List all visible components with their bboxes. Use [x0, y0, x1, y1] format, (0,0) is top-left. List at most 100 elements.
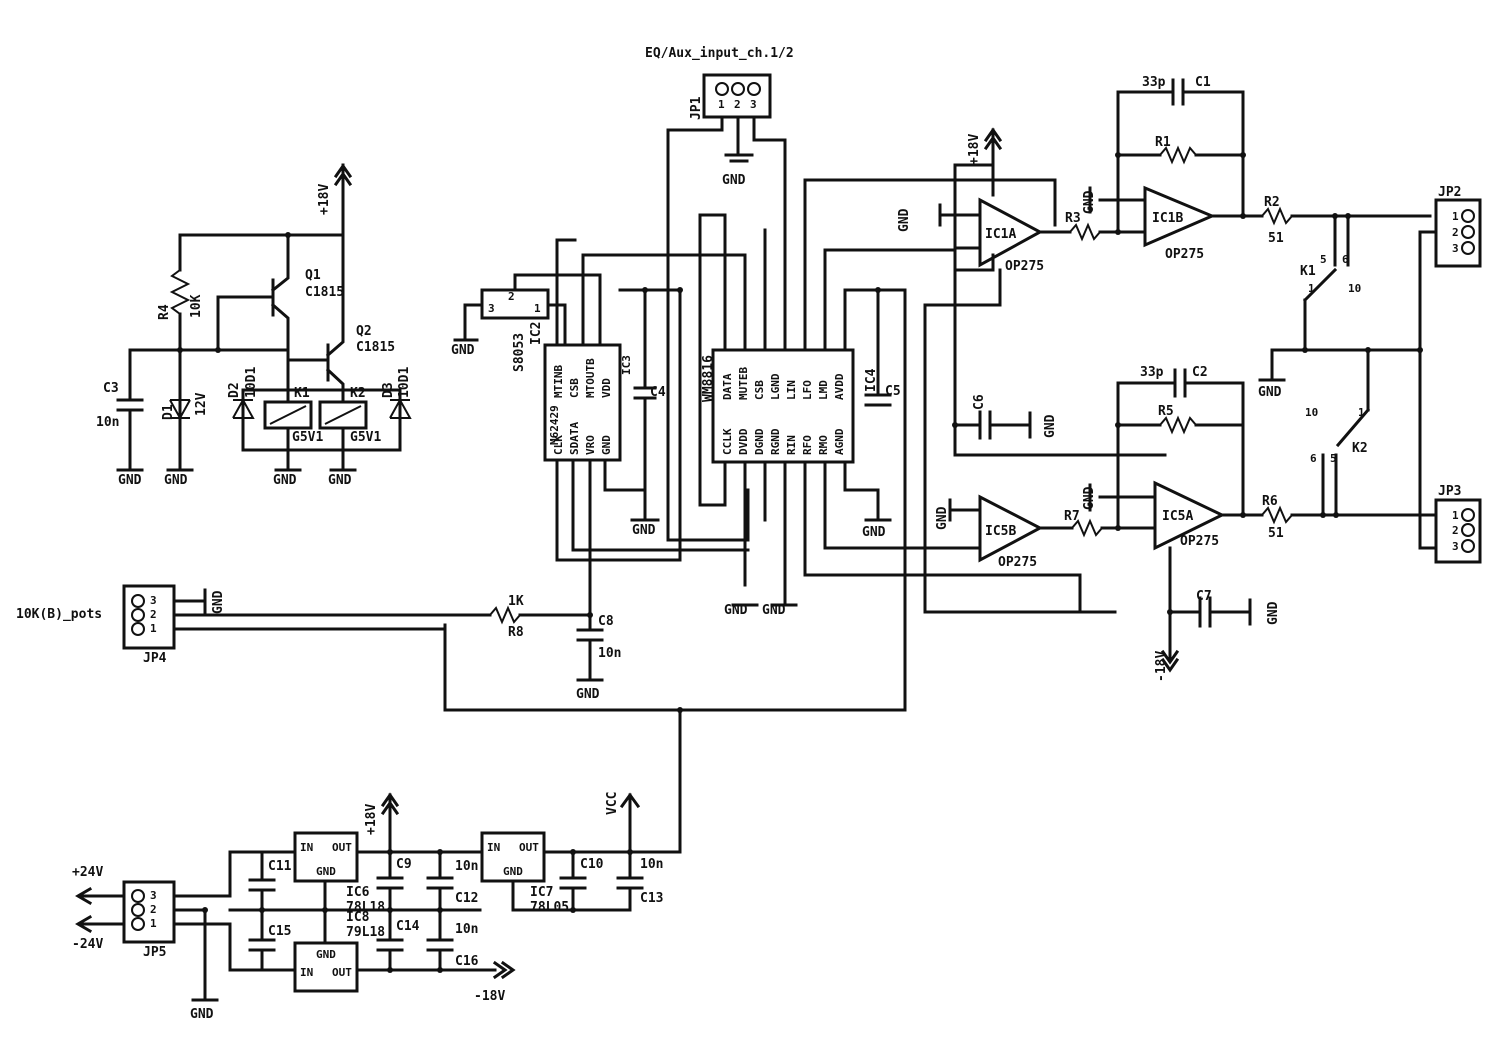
svg-text:2: 2: [1452, 524, 1459, 537]
ic6-label: IC6: [346, 885, 370, 900]
ic5a-type: OP275: [1180, 534, 1219, 549]
ic4-pin-label: RIN: [785, 435, 798, 455]
ic3pins-pin-label: CLK: [552, 435, 565, 455]
svg-text:OUT: OUT: [332, 841, 352, 854]
d3-value: 10D1: [397, 367, 412, 398]
ic4-pin-label: CSB: [753, 380, 766, 400]
r6-label: R6: [1262, 494, 1278, 509]
svg-text:IN: IN: [300, 966, 313, 979]
ic3-value: M62429: [548, 405, 561, 445]
m18v-label-psu: -18V: [474, 989, 505, 1004]
svg-text:3: 3: [488, 302, 495, 315]
jp1-label: JP1: [689, 96, 704, 120]
ic3pins-pin-label: GND: [600, 435, 613, 455]
gnd-label-c7: GND: [1266, 601, 1281, 625]
jp3-label: JP3: [1438, 484, 1461, 499]
q1-value: C1815: [305, 285, 344, 300]
r7-label: R7: [1064, 509, 1080, 524]
ic4-pin-label: LGND: [769, 373, 782, 400]
ic2-label: IC2: [529, 322, 544, 345]
ic3pins-pin-label: VRO: [584, 435, 597, 455]
ic4-pin-label: RMO: [817, 435, 830, 455]
ic4-label: IC4: [864, 368, 879, 392]
gnd-label-c3: GND: [118, 473, 142, 488]
jp4-label: JP4: [143, 651, 167, 666]
ic5b-label: IC5B: [985, 524, 1016, 539]
svg-text:IN: IN: [487, 841, 500, 854]
r6-value: 51: [1268, 526, 1284, 541]
gnd-label-jp4: GND: [211, 590, 226, 614]
c16-label: C16: [455, 954, 479, 969]
d2-value: 10D1: [244, 367, 259, 398]
d1-label: D1: [161, 404, 176, 420]
svg-text:5: 5: [1320, 253, 1327, 266]
ic3-label: IC3: [620, 355, 633, 375]
k2-coil-label: K2: [350, 386, 366, 401]
svg-text:2: 2: [734, 98, 741, 111]
svg-text:GND: GND: [316, 865, 336, 878]
r8-label: R8: [508, 625, 524, 640]
p18v-label-psu: +18V: [364, 804, 379, 835]
d3-label: D3: [381, 382, 396, 398]
ic1b-body: [1143, 185, 1216, 248]
svg-text:1: 1: [718, 98, 725, 111]
ic3pins-pin-label: CSB: [568, 378, 581, 398]
ic3pins-pin-label: MTINB: [552, 365, 565, 398]
ic4-pin-label: AVDD: [833, 373, 846, 400]
ic7-label: IC7: [530, 885, 553, 900]
ic4-pin-label: DVDD: [737, 428, 750, 455]
gnd-label-jp1: GND: [722, 173, 746, 188]
ic4-pin-label: DATA: [721, 373, 734, 400]
r5-label: R5: [1158, 404, 1174, 419]
ic3-body: [543, 343, 622, 462]
ic8-value: 79L18: [346, 925, 385, 940]
gnd-label-c6: GND: [1043, 414, 1058, 438]
svg-text:GND: GND: [503, 865, 523, 878]
svg-text:GND: GND: [316, 948, 336, 961]
svg-text:1: 1: [1358, 406, 1365, 419]
svg-text:3: 3: [1452, 242, 1459, 255]
gnd-label-ic2: GND: [451, 343, 475, 358]
jp2-label: JP2: [1438, 185, 1461, 200]
r1-label: R1: [1155, 135, 1171, 150]
c2-label: C2: [1192, 365, 1208, 380]
ic1a-label: IC1A: [985, 227, 1016, 242]
r3-label: R3: [1065, 211, 1081, 226]
c1-label: C1: [1195, 75, 1211, 90]
r2-value: 51: [1268, 231, 1284, 246]
c3-value: 10n: [96, 415, 119, 430]
svg-text:1: 1: [150, 917, 157, 930]
pots-label: 10K(B)_pots: [16, 607, 102, 622]
c5-label: C5: [885, 384, 901, 399]
gnd-label-k1: GND: [273, 473, 297, 488]
svg-text:5: 5: [1330, 452, 1337, 465]
ic4-pin-label: LIN: [785, 380, 798, 400]
gnd-label-ic3: GND: [632, 523, 656, 538]
title-label: EQ/Aux_input_ch.1/2: [645, 46, 794, 61]
svg-text:6: 6: [1310, 452, 1317, 465]
ic4-pin-label: LFO: [801, 380, 814, 400]
ic4-pin-label: MUTEB: [737, 367, 750, 400]
c7-label: C7: [1196, 589, 1212, 604]
svg-text:2: 2: [150, 608, 157, 621]
m24v-label: -24V: [72, 937, 103, 952]
ic4-body: [711, 348, 855, 464]
gnd-label-relays: GND: [1258, 385, 1282, 400]
gnd-label-ic4b: GND: [762, 603, 786, 618]
p18v-label-op: +18V: [967, 134, 982, 165]
ic3pins-pin-label: MTOUTB: [584, 358, 597, 398]
c3-label: C3: [103, 381, 119, 396]
ic7-value: 78L05: [530, 900, 569, 915]
r2-label: R2: [1264, 195, 1280, 210]
svg-text:1: 1: [1308, 282, 1315, 295]
svg-text:2: 2: [1452, 226, 1459, 239]
svg-text:10: 10: [1305, 406, 1318, 419]
ic5a-label: IC5A: [1162, 509, 1193, 524]
svg-text:2: 2: [508, 290, 515, 303]
q2-label: Q2: [356, 324, 372, 339]
jp5-label: JP5: [143, 945, 166, 960]
svg-text:OUT: OUT: [519, 841, 539, 854]
ic2-value: S8053: [512, 333, 527, 372]
